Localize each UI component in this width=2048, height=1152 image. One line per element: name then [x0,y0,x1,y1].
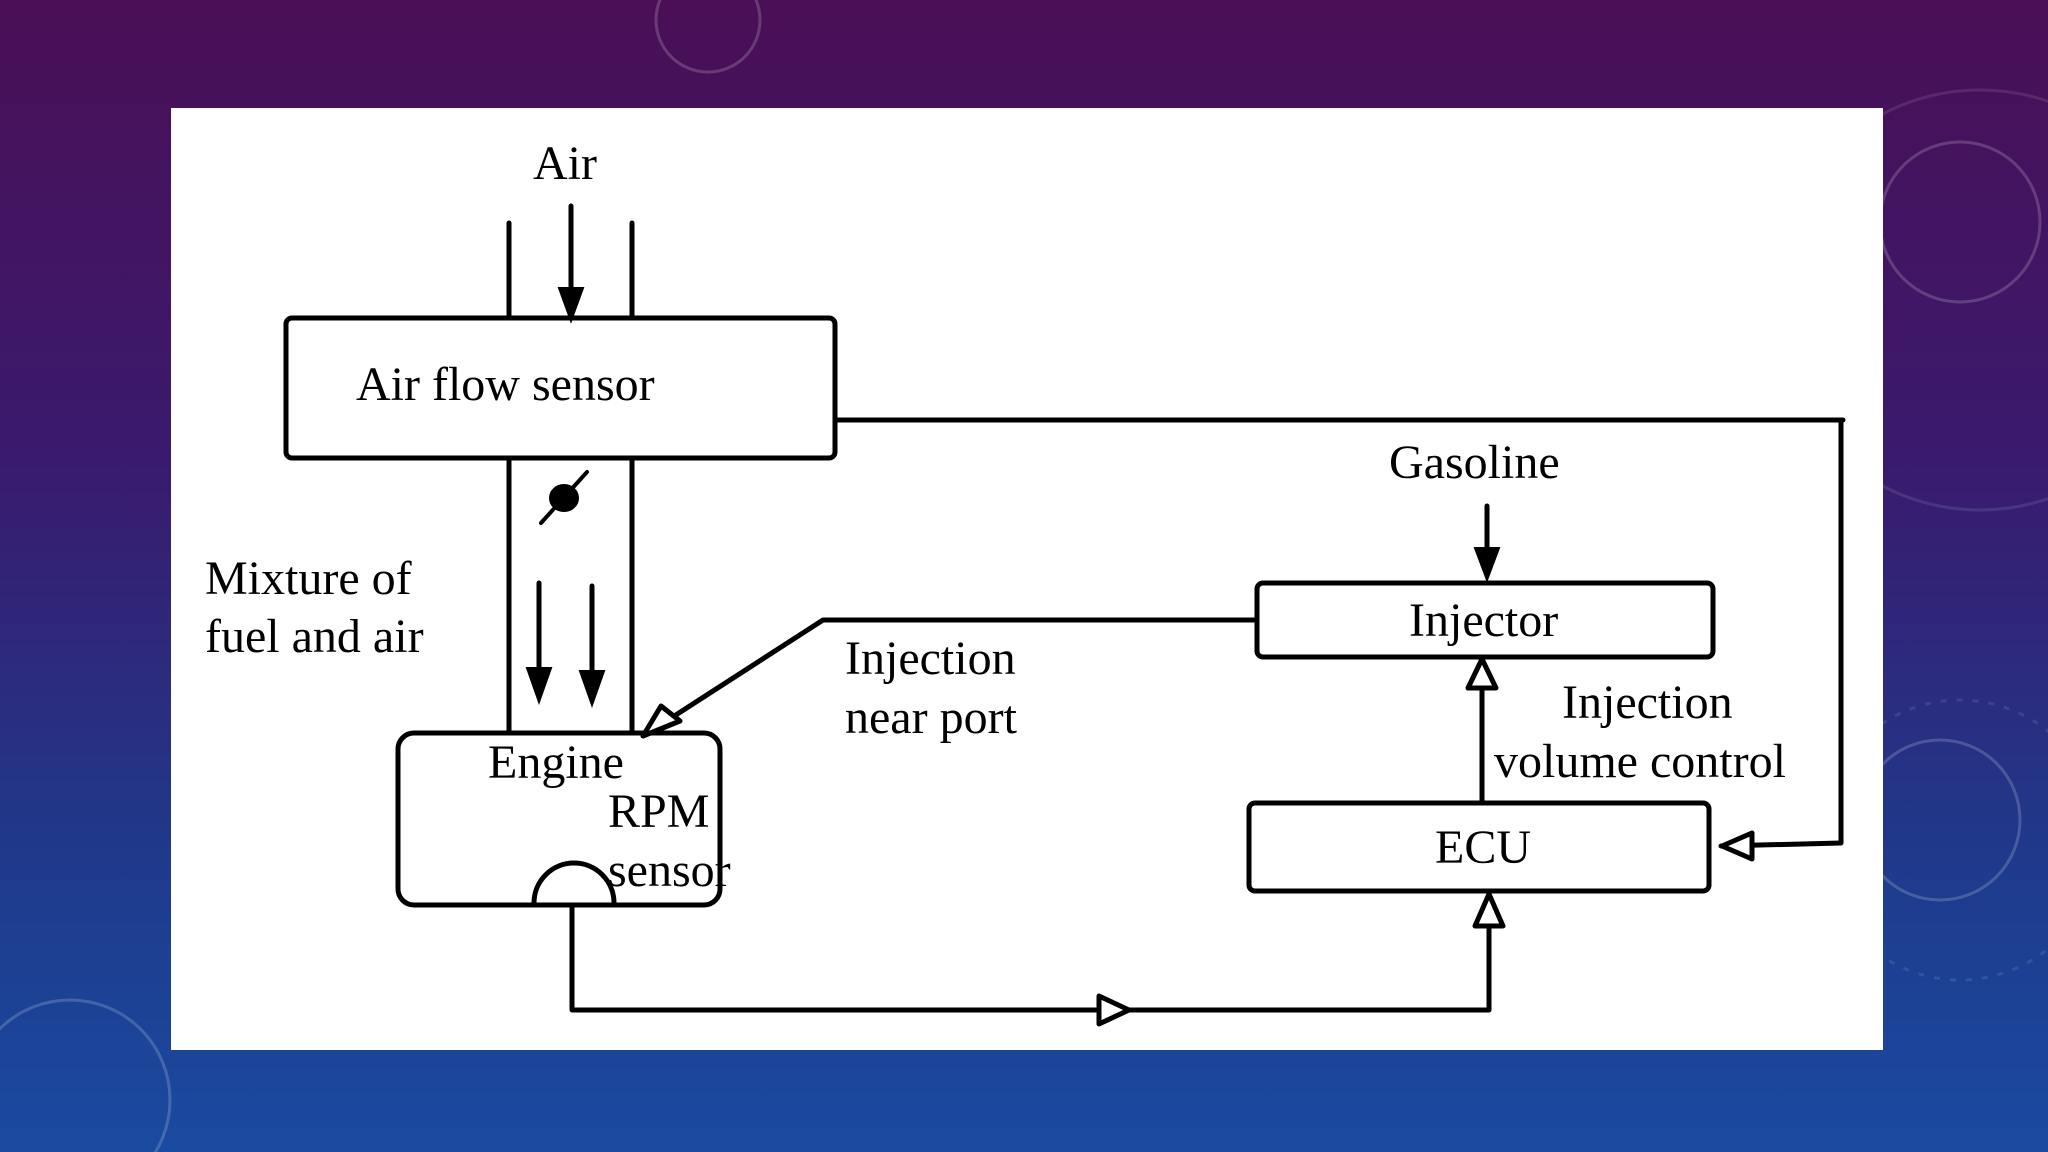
deco-ring [0,998,172,1152]
rpm-to-ecu-mid-arrowhead [1096,993,1132,1027]
injector-to-engine-line [648,617,1260,734]
gasoline-label: Gasoline [1389,436,1560,489]
deco-ring [1878,140,2042,304]
air-flow-sensor-box [283,315,838,461]
gasoline-arrowhead [1473,547,1501,583]
deco-ring [654,0,762,74]
sensor-to-ecu-line [832,417,1846,849]
injection-to-engine-arrowhead [640,703,683,739]
mixture-label-line2: fuel and air [205,610,424,663]
rpm-sensor-label-line1: RPM [608,785,710,838]
sensor-to-ecu-arrowhead [1719,830,1755,862]
flow-diagram [283,203,1846,1027]
injection-volume-control-label-line2: volume control [1494,735,1786,788]
injection-near-port-label-line2: near port [845,691,1017,744]
air-label: Air [533,137,597,190]
engine-box [395,730,723,908]
deco-ring [1818,698,2048,982]
engine-label: Engine [488,736,624,789]
air-flow-sensor-label: Air flow sensor [356,358,655,411]
ecu-label: ECU [1435,821,1531,874]
mixture-label-line1: Mixture of [205,552,412,605]
rpm-to-ecu-arrowhead [1472,891,1506,929]
injection-near-port-label-line1: Injection [845,632,1016,685]
rpm-sensor-shape [531,860,617,906]
rpm-to-ecu-line [569,900,1492,1013]
mixture-arrowhead [578,670,606,709]
ecu-box [1246,800,1712,894]
rpm-sensor-label-line2: sensor [608,844,731,897]
injection-volume-control-label-line1: Injection [1562,676,1733,729]
deco-ring [1858,738,2022,902]
diagram-panel: Air Air flow sensor Mixture of fuel and … [171,108,1883,1050]
injector-label: Injector [1409,594,1559,647]
air-arrowhead [557,287,585,324]
throttle-valve-disc [549,484,579,512]
mixture-arrowhead [525,667,553,706]
ecu-to-injector-arrowhead [1465,656,1499,691]
